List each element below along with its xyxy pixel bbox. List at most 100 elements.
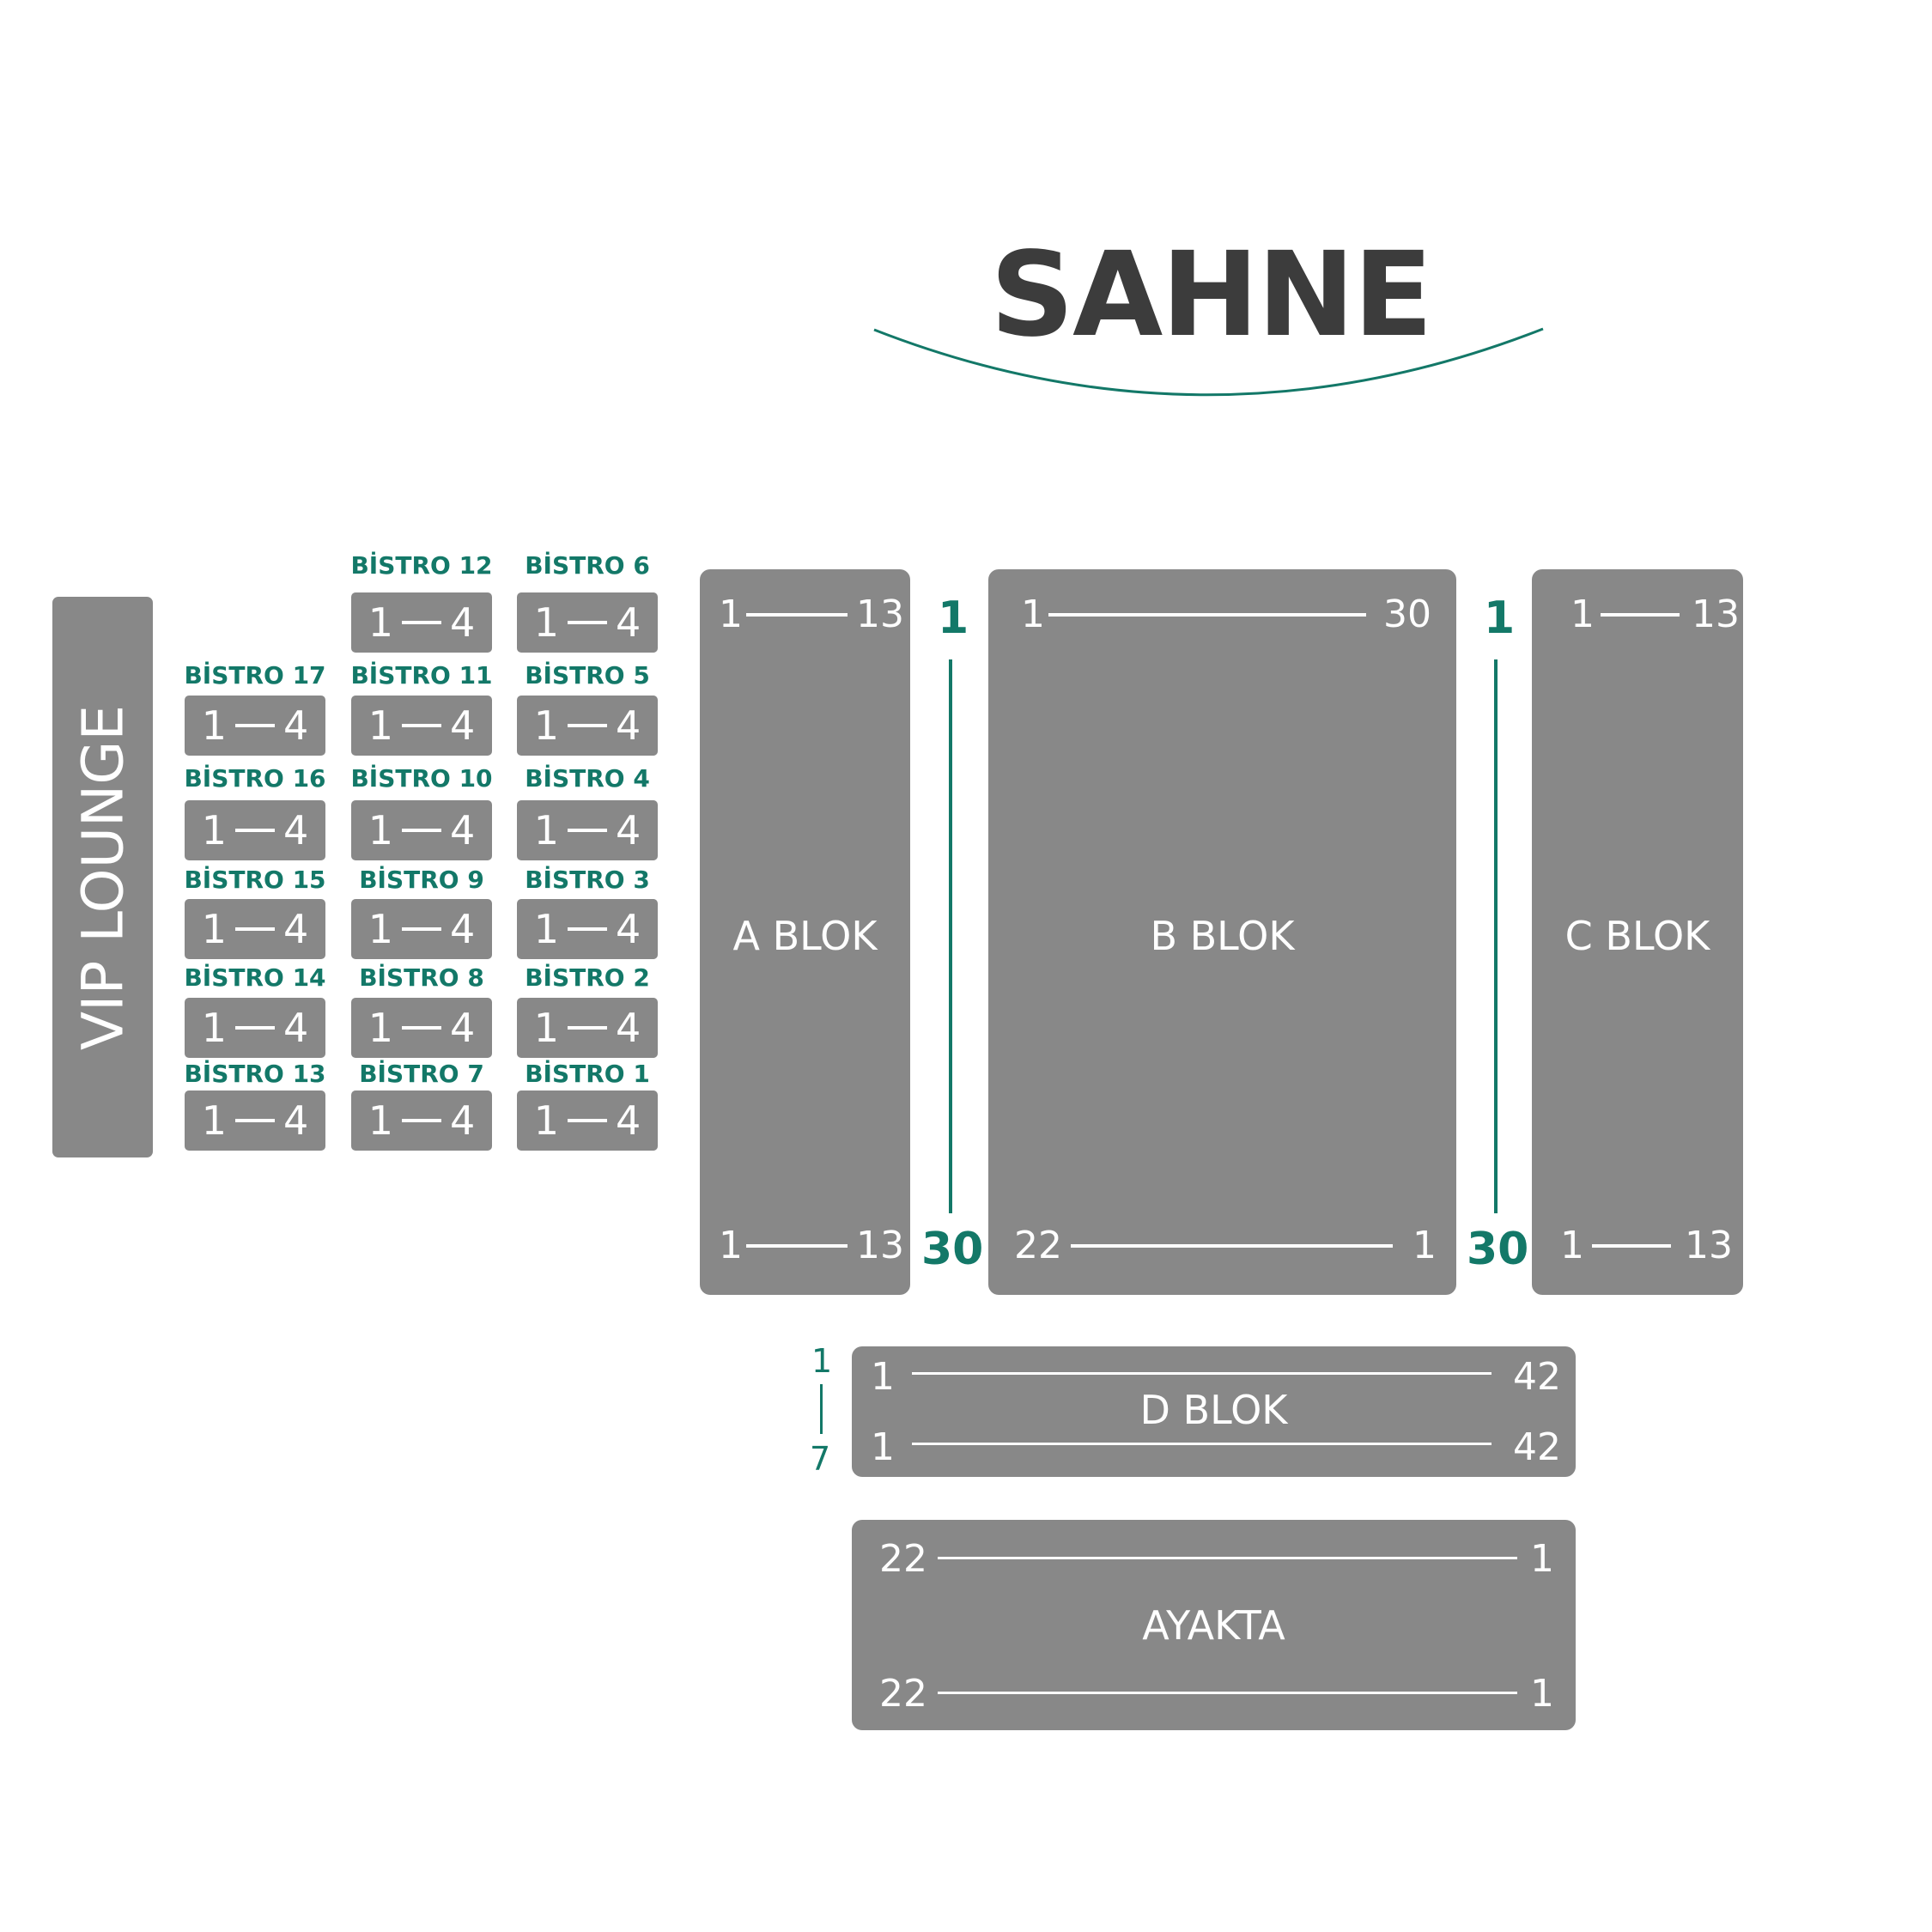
bistro-seat-dash	[402, 1026, 441, 1030]
bistro-name: BİSTRO 9	[359, 866, 484, 894]
bistro-seat-to: 4	[450, 1005, 476, 1051]
a-blok-top-line	[746, 613, 848, 617]
c-blok-bottom-to: 13	[1685, 1224, 1733, 1267]
bistro-seat-from: 1	[533, 702, 559, 749]
ayakta-area[interactable]: 22 1 AYAKTA 22 1	[852, 1520, 1576, 1730]
bistro-seat-to: 4	[283, 1097, 309, 1144]
bistro-seat-dash	[235, 829, 275, 832]
bistro-seat-to: 4	[450, 807, 476, 854]
bistro-seat-to: 4	[283, 906, 309, 952]
c-blok-label: C BLOK	[1564, 913, 1710, 959]
bistro-seat-to: 4	[450, 906, 476, 952]
d-rows-from: 1	[811, 1342, 833, 1380]
bistro-seat-to: 4	[616, 599, 641, 646]
bistro-name: BİSTRO 4	[525, 764, 650, 793]
bistro-name: BİSTRO 6	[525, 551, 650, 580]
d-blok-row1-to: 42	[1513, 1355, 1561, 1399]
c-blok-top-from: 1	[1571, 592, 1595, 636]
bistro-name: BİSTRO 13	[184, 1060, 326, 1088]
bistro-seat-from: 1	[533, 599, 559, 646]
bistro-seat-from: 1	[201, 906, 227, 952]
d-blok-row2-from: 1	[871, 1425, 895, 1469]
bc-aisle-row-to: 30	[1467, 1224, 1529, 1275]
bistro-seat-from: 1	[201, 1097, 227, 1144]
b-blok-bottom-line	[1071, 1244, 1393, 1248]
a-blok[interactable]: 1 13 A BLOK 1 13	[700, 569, 910, 1295]
bistro-seat-dash	[235, 1026, 275, 1030]
bistro-name: BİSTRO 1	[525, 1060, 650, 1088]
c-blok-top-line	[1601, 613, 1680, 617]
b-blok-top-line	[1048, 613, 1366, 617]
bistro-name: BİSTRO 11	[350, 661, 493, 690]
d-blok-row2-to: 42	[1513, 1425, 1561, 1469]
bistro-seat-dash	[402, 1119, 441, 1122]
bistro-seat-from: 1	[533, 807, 559, 854]
c-blok[interactable]: 1 13 C BLOK 1 13	[1532, 569, 1743, 1295]
ab-aisle-row-from: 1	[938, 592, 969, 644]
bistro-seat-from: 1	[368, 1097, 393, 1144]
bistro-seat-to: 4	[283, 807, 309, 854]
bistro-name: BİSTRO 16	[184, 764, 326, 793]
b-blok-top-from: 1	[1021, 592, 1045, 636]
bistro-name: BİSTRO 3	[525, 866, 650, 894]
a-blok-top-from: 1	[719, 592, 743, 636]
bistro-seat-dash	[568, 621, 607, 624]
bistro-seat-to: 4	[283, 702, 309, 749]
vip-lounge-label: VIP LOUNGE	[70, 704, 136, 1050]
bistro-seat-dash	[568, 724, 607, 727]
bistro-seat-dash	[402, 724, 441, 727]
b-blok[interactable]: 1 30 B BLOK 22 1	[988, 569, 1456, 1295]
bistro-seat-to: 4	[450, 1097, 476, 1144]
b-blok-top-to: 30	[1383, 592, 1431, 636]
bistro-seat-to: 4	[283, 1005, 309, 1051]
bistro-seat-to: 4	[450, 599, 476, 646]
c-blok-bottom-from: 1	[1560, 1224, 1584, 1267]
ayakta-row2-line	[938, 1692, 1517, 1694]
bistro-seat-from: 1	[368, 1005, 393, 1051]
bistro-seat-from: 1	[201, 702, 227, 749]
bistro-seat-dash	[568, 1026, 607, 1030]
bistro-seat-dash	[402, 829, 441, 832]
bistro-seat-to: 4	[616, 702, 641, 749]
d-blok[interactable]: 1 42 D BLOK 1 42	[852, 1346, 1576, 1477]
bistro-seat-from: 1	[368, 906, 393, 952]
bistro-name: BİSTRO 10	[350, 764, 493, 793]
ayakta-row2-from: 22	[879, 1672, 927, 1716]
bistro-seat-dash	[402, 927, 441, 931]
d-blok-row2-line	[912, 1443, 1492, 1445]
bistro-seat-from: 1	[533, 1005, 559, 1051]
bistro-seat-from: 1	[368, 599, 393, 646]
a-blok-top-to: 13	[856, 592, 904, 636]
bistro-name: BİSTRO 15	[184, 866, 326, 894]
vip-lounge[interactable]: VIP LOUNGE	[52, 597, 153, 1157]
a-blok-label: A BLOK	[732, 913, 878, 959]
bistro-seat-dash	[235, 927, 275, 931]
bistro-name: BİSTRO 8	[359, 963, 484, 992]
bistro-seat-to: 4	[616, 807, 641, 854]
bistro-seat-dash	[568, 927, 607, 931]
b-blok-bottom-to: 1	[1413, 1224, 1437, 1267]
bistro-seat-from: 1	[533, 906, 559, 952]
bistro-name: BİSTRO 17	[184, 661, 326, 690]
d-rows-line	[820, 1384, 823, 1434]
d-rows-to: 7	[810, 1440, 831, 1478]
bistro-seat-dash	[235, 724, 275, 727]
ayakta-label: AYAKTA	[1142, 1602, 1285, 1649]
